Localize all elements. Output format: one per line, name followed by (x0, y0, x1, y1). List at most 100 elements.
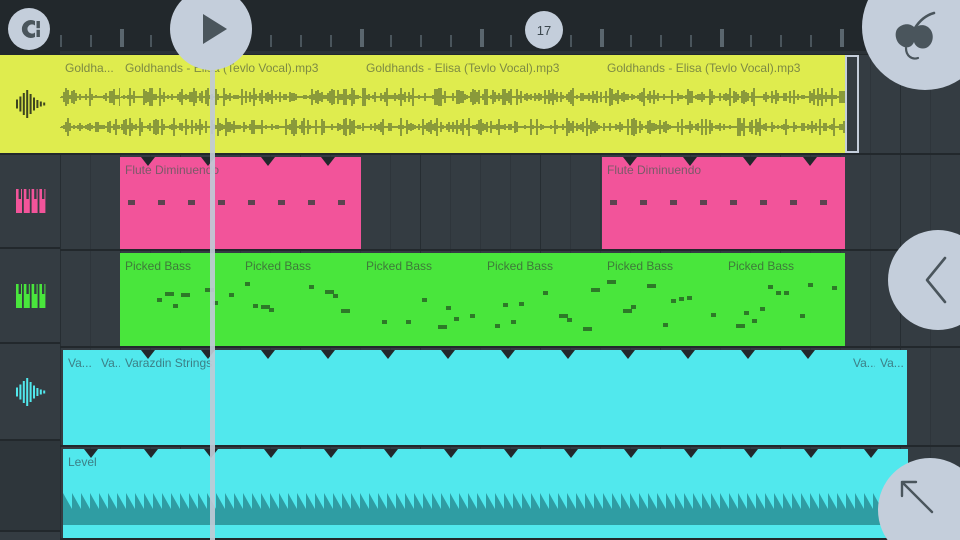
clip[interactable]: Picked Bass (723, 253, 845, 346)
clip[interactable]: Va... (875, 350, 907, 445)
waveform-bar (325, 125, 327, 129)
playlist-arrange-area[interactable]: Goldha... Goldhands - Elisa (Tevlo Vocal)… (60, 55, 960, 540)
waveform-bar (175, 124, 177, 130)
track-row-1[interactable]: Flute Diminuendo Flute Diminuendo (60, 157, 960, 251)
clip-label: Goldha... (65, 61, 114, 75)
automation-tooth (837, 493, 846, 510)
track-header-0[interactable] (0, 55, 60, 155)
waveform-bar (139, 95, 141, 99)
clip-label: Varazdin Strings (125, 356, 213, 370)
waveform-bar (639, 92, 641, 102)
track-header-1[interactable] (0, 155, 60, 249)
waveform-bar (763, 123, 765, 131)
clip[interactable]: Goldhands - Elisa (Tevlo Vocal).mp3 (120, 55, 361, 153)
chevron-left-icon[interactable] (888, 230, 960, 330)
play-button[interactable] (170, 0, 252, 70)
track-header-4[interactable] (0, 441, 60, 532)
waveform-bar (705, 119, 707, 135)
track-row-3[interactable]: Va...Va...Varazdin StringsVa...Va... (60, 350, 960, 447)
ruler-tick (810, 35, 812, 47)
automation-tooth (351, 493, 360, 510)
track-row-4[interactable]: Level (60, 449, 960, 540)
clip[interactable]: Va... (63, 350, 96, 445)
waveform-bar (623, 125, 625, 128)
clip-notch (864, 449, 878, 458)
clip-notch (683, 157, 697, 166)
waveform-bar (699, 125, 701, 129)
automation-tooth (513, 493, 522, 510)
midi-note (663, 323, 668, 328)
automation-tooth (369, 493, 378, 510)
waveform-bar (410, 123, 412, 131)
track-row-0[interactable]: Goldha... Goldhands - Elisa (Tevlo Vocal)… (60, 55, 960, 155)
waveform-icon (16, 90, 46, 118)
clip[interactable]: Flute Diminuendo (602, 157, 845, 249)
clip-selection-box[interactable] (845, 55, 859, 153)
clip[interactable]: Flute Diminuendo (120, 157, 361, 249)
clip[interactable]: Picked Bass (240, 253, 361, 346)
fl-logo-icon[interactable] (8, 8, 50, 50)
waveform-bar (418, 94, 420, 100)
waveform-bar (366, 95, 368, 99)
waveform-bar (609, 87, 611, 107)
clip[interactable]: Picked Bass (482, 253, 602, 346)
waveform-bar (414, 95, 416, 99)
ruler-tick (90, 35, 92, 47)
waveform-bar (526, 125, 528, 128)
waveform-bar (281, 95, 283, 99)
waveform-bar (95, 121, 97, 133)
waveform-bar (390, 122, 392, 132)
waveform-bar (733, 91, 735, 103)
waveform-bar (75, 125, 77, 129)
bar-position-badge[interactable]: 17 (525, 11, 563, 49)
clip[interactable]: Picked Bass (361, 253, 482, 346)
arrow-up-left-icon[interactable] (878, 458, 960, 540)
clip[interactable]: Picked Bass (602, 253, 723, 346)
waveform-bar (231, 124, 233, 130)
waveform-bar (406, 119, 408, 135)
waveform-bar (755, 119, 757, 135)
waveform-bar (297, 125, 299, 129)
waveform-bar (331, 124, 333, 130)
waveform-bar (119, 88, 120, 106)
track-header-3[interactable] (0, 344, 60, 441)
waveform-bar (689, 120, 691, 134)
clip[interactable]: Va... (96, 350, 120, 445)
waveform-bar (79, 94, 81, 100)
waveform-bar (687, 125, 689, 129)
waveform-bar (311, 125, 313, 129)
automation-tooth (765, 493, 774, 510)
clip-label: Goldhands - Elisa (Tevlo Vocal).mp3 (607, 61, 801, 75)
clip-notch (621, 350, 635, 359)
clip[interactable]: Goldha... (60, 55, 120, 153)
automation-tooth (315, 493, 324, 510)
waveform-bar (69, 122, 71, 132)
waveform-bar (777, 92, 779, 102)
bar-position-value: 17 (536, 22, 552, 38)
midi-note (808, 282, 813, 287)
clip-label: Va... (853, 356, 875, 370)
playhead-cursor[interactable] (210, 0, 215, 540)
waveform-bar (843, 90, 845, 104)
automation-tooth (459, 493, 468, 510)
automation-tooth (117, 493, 126, 510)
waveform-bar (578, 125, 580, 129)
piano-keys-icon (16, 283, 46, 308)
clip[interactable]: Picked Bass (120, 253, 240, 346)
waveform-bar (193, 125, 195, 129)
clip[interactable]: Va... (848, 350, 875, 445)
midi-note (776, 291, 781, 296)
waveform-bar (207, 87, 209, 107)
clip-notch (741, 350, 755, 359)
track-header-2[interactable] (0, 249, 60, 344)
clip[interactable]: Goldhands - Elisa (Tevlo Vocal).mp3 (361, 55, 602, 153)
waveform-bar (757, 95, 759, 99)
waveform-bar (486, 122, 488, 132)
waveform-bar (179, 123, 181, 131)
clip[interactable]: Goldhands - Elisa (Tevlo Vocal).mp3 (602, 55, 845, 153)
clip[interactable]: Level (63, 449, 908, 538)
clip[interactable]: Varazdin Strings (120, 350, 848, 445)
waveform-bar (592, 91, 594, 103)
waveform-bar (783, 93, 785, 101)
